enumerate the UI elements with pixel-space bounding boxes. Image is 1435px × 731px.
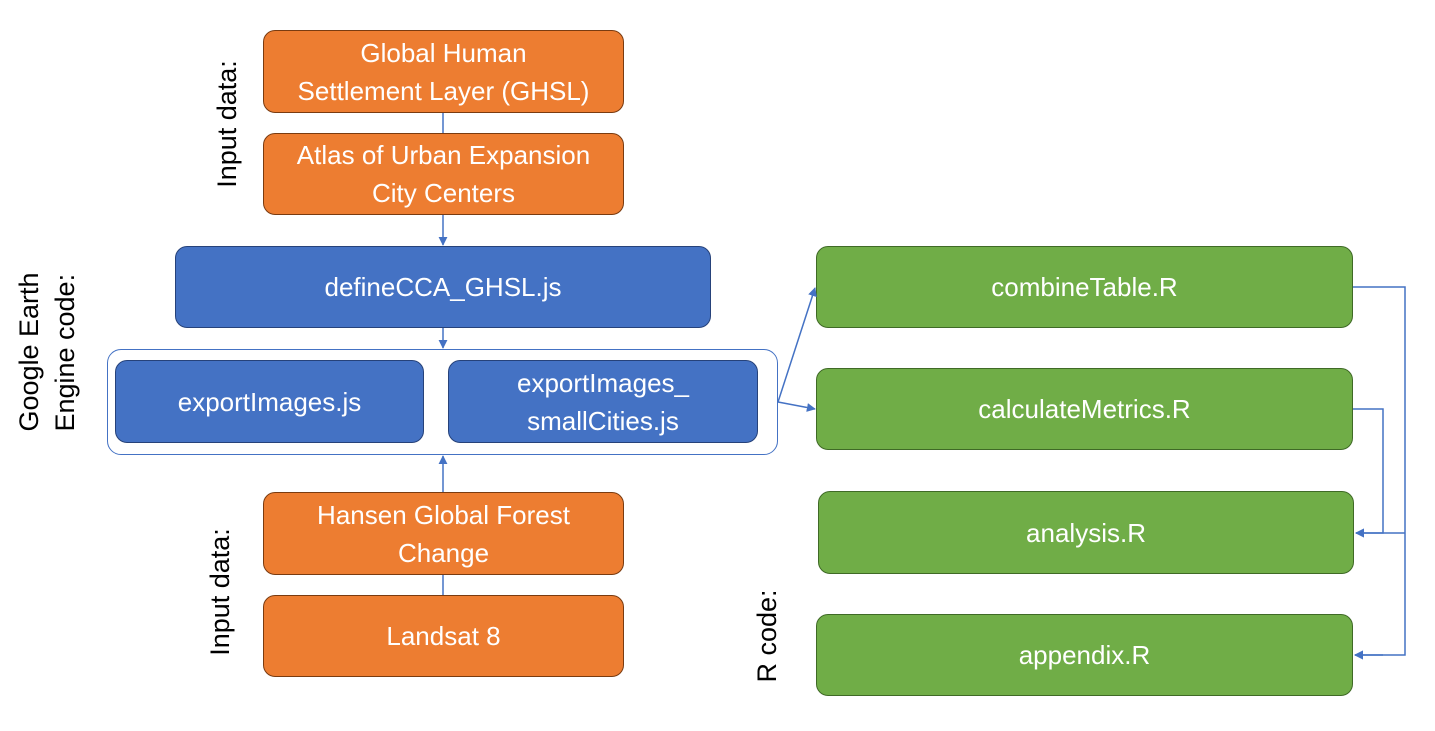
group-to-combine-table-arrow <box>777 287 817 403</box>
analysis-node: analysis.R <box>818 491 1354 574</box>
appendix-node: appendix.R <box>816 614 1353 696</box>
define-cca-ghsl-node: defineCCA_GHSL.js <box>175 246 711 328</box>
export-images-node: exportImages.js <box>115 360 424 443</box>
combine-table-node: combineTable.R <box>816 246 1353 328</box>
export-images-small-cities-node: exportImages_ smallCities.js <box>448 360 758 443</box>
export-scripts-group <box>107 349 778 455</box>
landsat-8-node: Landsat 8 <box>263 595 624 677</box>
atlas-city-centers-node: Atlas of Urban Expansion City Centers <box>263 133 624 215</box>
hansen-forest-change-node: Hansen Global Forest Change <box>263 492 624 575</box>
calculate-metrics-node: calculateMetrics.R <box>816 368 1353 450</box>
combine-table-to-appendix-arrow <box>1353 286 1406 660</box>
group-to-calculate-metrics-arrow <box>777 401 816 412</box>
ghsl-node: Global Human Settlement Layer (GHSL) <box>263 30 624 113</box>
calculate-metrics-to-analysis-arrow <box>1353 408 1384 538</box>
